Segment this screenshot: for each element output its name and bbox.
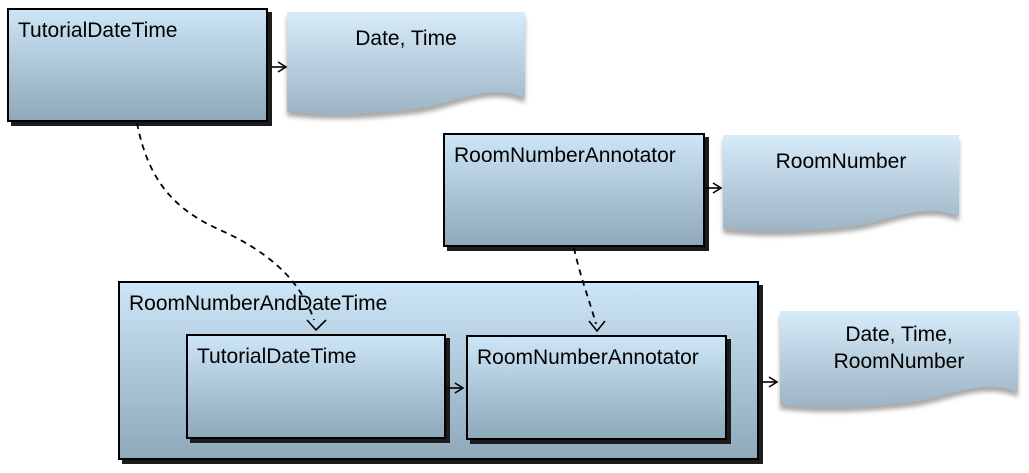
arrow-roomnumberannotator-to-roomnumber-doc (706, 182, 723, 194)
document-shape-icon (723, 135, 959, 232)
document-label: Date, Time (355, 27, 457, 50)
node-inner-tutorial-datetime: TutorialDateTime (186, 334, 446, 439)
document-roomnumber: RoomNumber (723, 135, 959, 235)
node-roomnumber-annotator: RoomNumberAnnotator (443, 133, 705, 247)
arrow-tutorialdatetime-to-datetime-doc (272, 61, 288, 73)
document-date-time-roomnumber: Date, Time, RoomNumber (780, 311, 1018, 411)
node-label: RoomNumberAndDateTime (129, 292, 388, 315)
node-label: TutorialDateTime (197, 345, 357, 368)
node-tutorial-datetime: TutorialDateTime (7, 8, 268, 122)
document-label: Date, Time, RoomNumber (833, 323, 965, 373)
document-shape-icon (287, 12, 525, 115)
node-label: RoomNumberAnnotator (454, 144, 676, 167)
node-label: TutorialDateTime (18, 19, 178, 42)
arrow-aggregate-to-output-doc (761, 376, 779, 388)
node-inner-roomnumber-annotator: RoomNumberAnnotator (466, 335, 727, 440)
document-shape-icon (780, 311, 1018, 408)
node-roomnumber-and-datetime: RoomNumberAndDateTime TutorialDateTime R… (118, 281, 759, 460)
document-label: RoomNumber (775, 150, 907, 173)
document-date-time: Date, Time (287, 12, 525, 118)
node-label: RoomNumberAnnotator (477, 346, 699, 369)
